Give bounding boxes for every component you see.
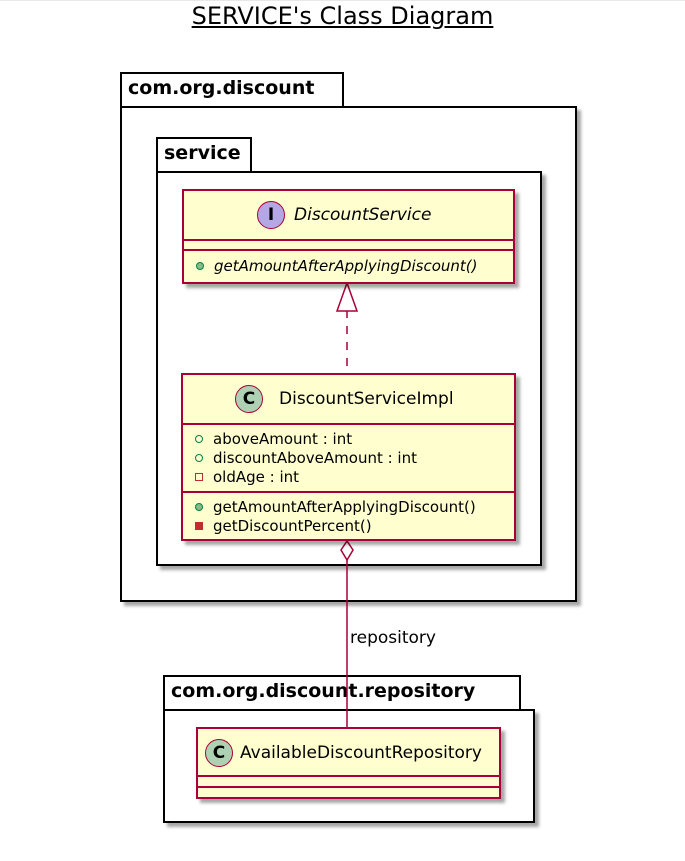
field-item: discountAboveAmount : int (183, 449, 514, 468)
class-discount-service-impl[interactable]: C DiscountServiceImpl aboveAmount : int … (181, 373, 516, 541)
public-visibility-icon (195, 454, 203, 462)
package-tab-service: service (156, 137, 252, 173)
field-label: aboveAmount : int (213, 430, 353, 448)
method-item: getAmountAfterApplyingDiscount() (184, 257, 513, 276)
field-label: oldAge : int (213, 468, 300, 486)
private-visibility-icon (195, 522, 203, 530)
aggregation-diamond-icon (340, 539, 354, 562)
interface-badge-icon: I (257, 201, 285, 229)
aggregation-label: repository (350, 628, 436, 648)
class-available-discount-repository[interactable]: C AvailableDiscountRepository (196, 727, 501, 799)
public-visibility-icon (196, 262, 204, 270)
class-name: AvailableDiscountRepository (240, 743, 482, 763)
class-header: C AvailableDiscountRepository (198, 729, 499, 777)
method-item: getAmountAfterApplyingDiscount() (183, 498, 514, 517)
fields-compartment: aboveAmount : int discountAboveAmount : … (183, 425, 514, 493)
method-label: getAmountAfterApplyingDiscount() (214, 257, 478, 275)
class-badge-icon: C (205, 739, 233, 767)
top-divider (0, 0, 685, 1)
class-badge-icon: C (235, 385, 263, 413)
method-label: getDiscountPercent() (213, 517, 372, 535)
field-item: aboveAmount : int (183, 430, 514, 449)
methods-compartment (198, 788, 499, 797)
package-tab-com-org-discount-repository: com.org.discount.repository (163, 675, 521, 711)
realization-arrowhead-icon (335, 280, 359, 312)
package-tab-com-org-discount: com.org.discount (120, 72, 344, 108)
class-header: C DiscountServiceImpl (183, 375, 514, 425)
class-discount-service[interactable]: I DiscountService getAmountAfterApplying… (182, 189, 515, 284)
public-visibility-icon (195, 435, 203, 443)
method-item: getDiscountPercent() (183, 517, 514, 536)
field-label: discountAboveAmount : int (213, 449, 417, 467)
methods-compartment: getAmountAfterApplyingDiscount() (184, 251, 513, 276)
fields-compartment (198, 777, 499, 788)
public-visibility-icon (195, 503, 203, 511)
fields-compartment (184, 241, 513, 251)
class-name: DiscountServiceImpl (279, 389, 454, 409)
diagram-title: SERVICE's Class Diagram (191, 2, 494, 30)
class-header: I DiscountService (184, 191, 513, 241)
method-label: getAmountAfterApplyingDiscount() (213, 498, 476, 516)
methods-compartment: getAmountAfterApplyingDiscount() getDisc… (183, 493, 514, 536)
class-name: DiscountService (294, 205, 432, 225)
field-item: oldAge : int (183, 468, 514, 487)
private-visibility-icon (195, 473, 203, 481)
